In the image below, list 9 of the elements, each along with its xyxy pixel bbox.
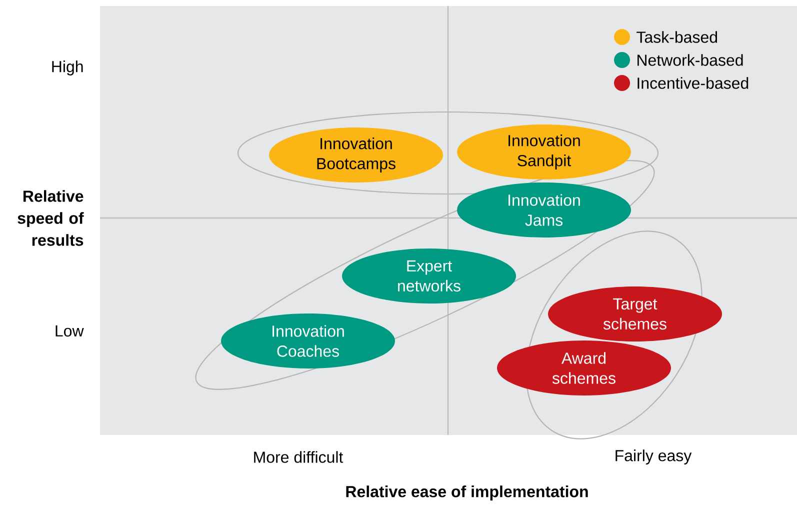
legend-label: Network-based bbox=[638, 54, 743, 66]
axis-title: Relative ease of implementation bbox=[346, 486, 588, 500]
tick-label: High bbox=[52, 60, 83, 76]
tick-label: More difficult bbox=[254, 451, 344, 463]
axis-title: Relative speed of results bbox=[18, 190, 84, 246]
legend-label: Task-based bbox=[636, 31, 717, 43]
legend-label: Incentive-based bbox=[638, 77, 748, 89]
tick-label: Fairly easy bbox=[616, 450, 692, 464]
tick-label: Low bbox=[56, 325, 84, 337]
